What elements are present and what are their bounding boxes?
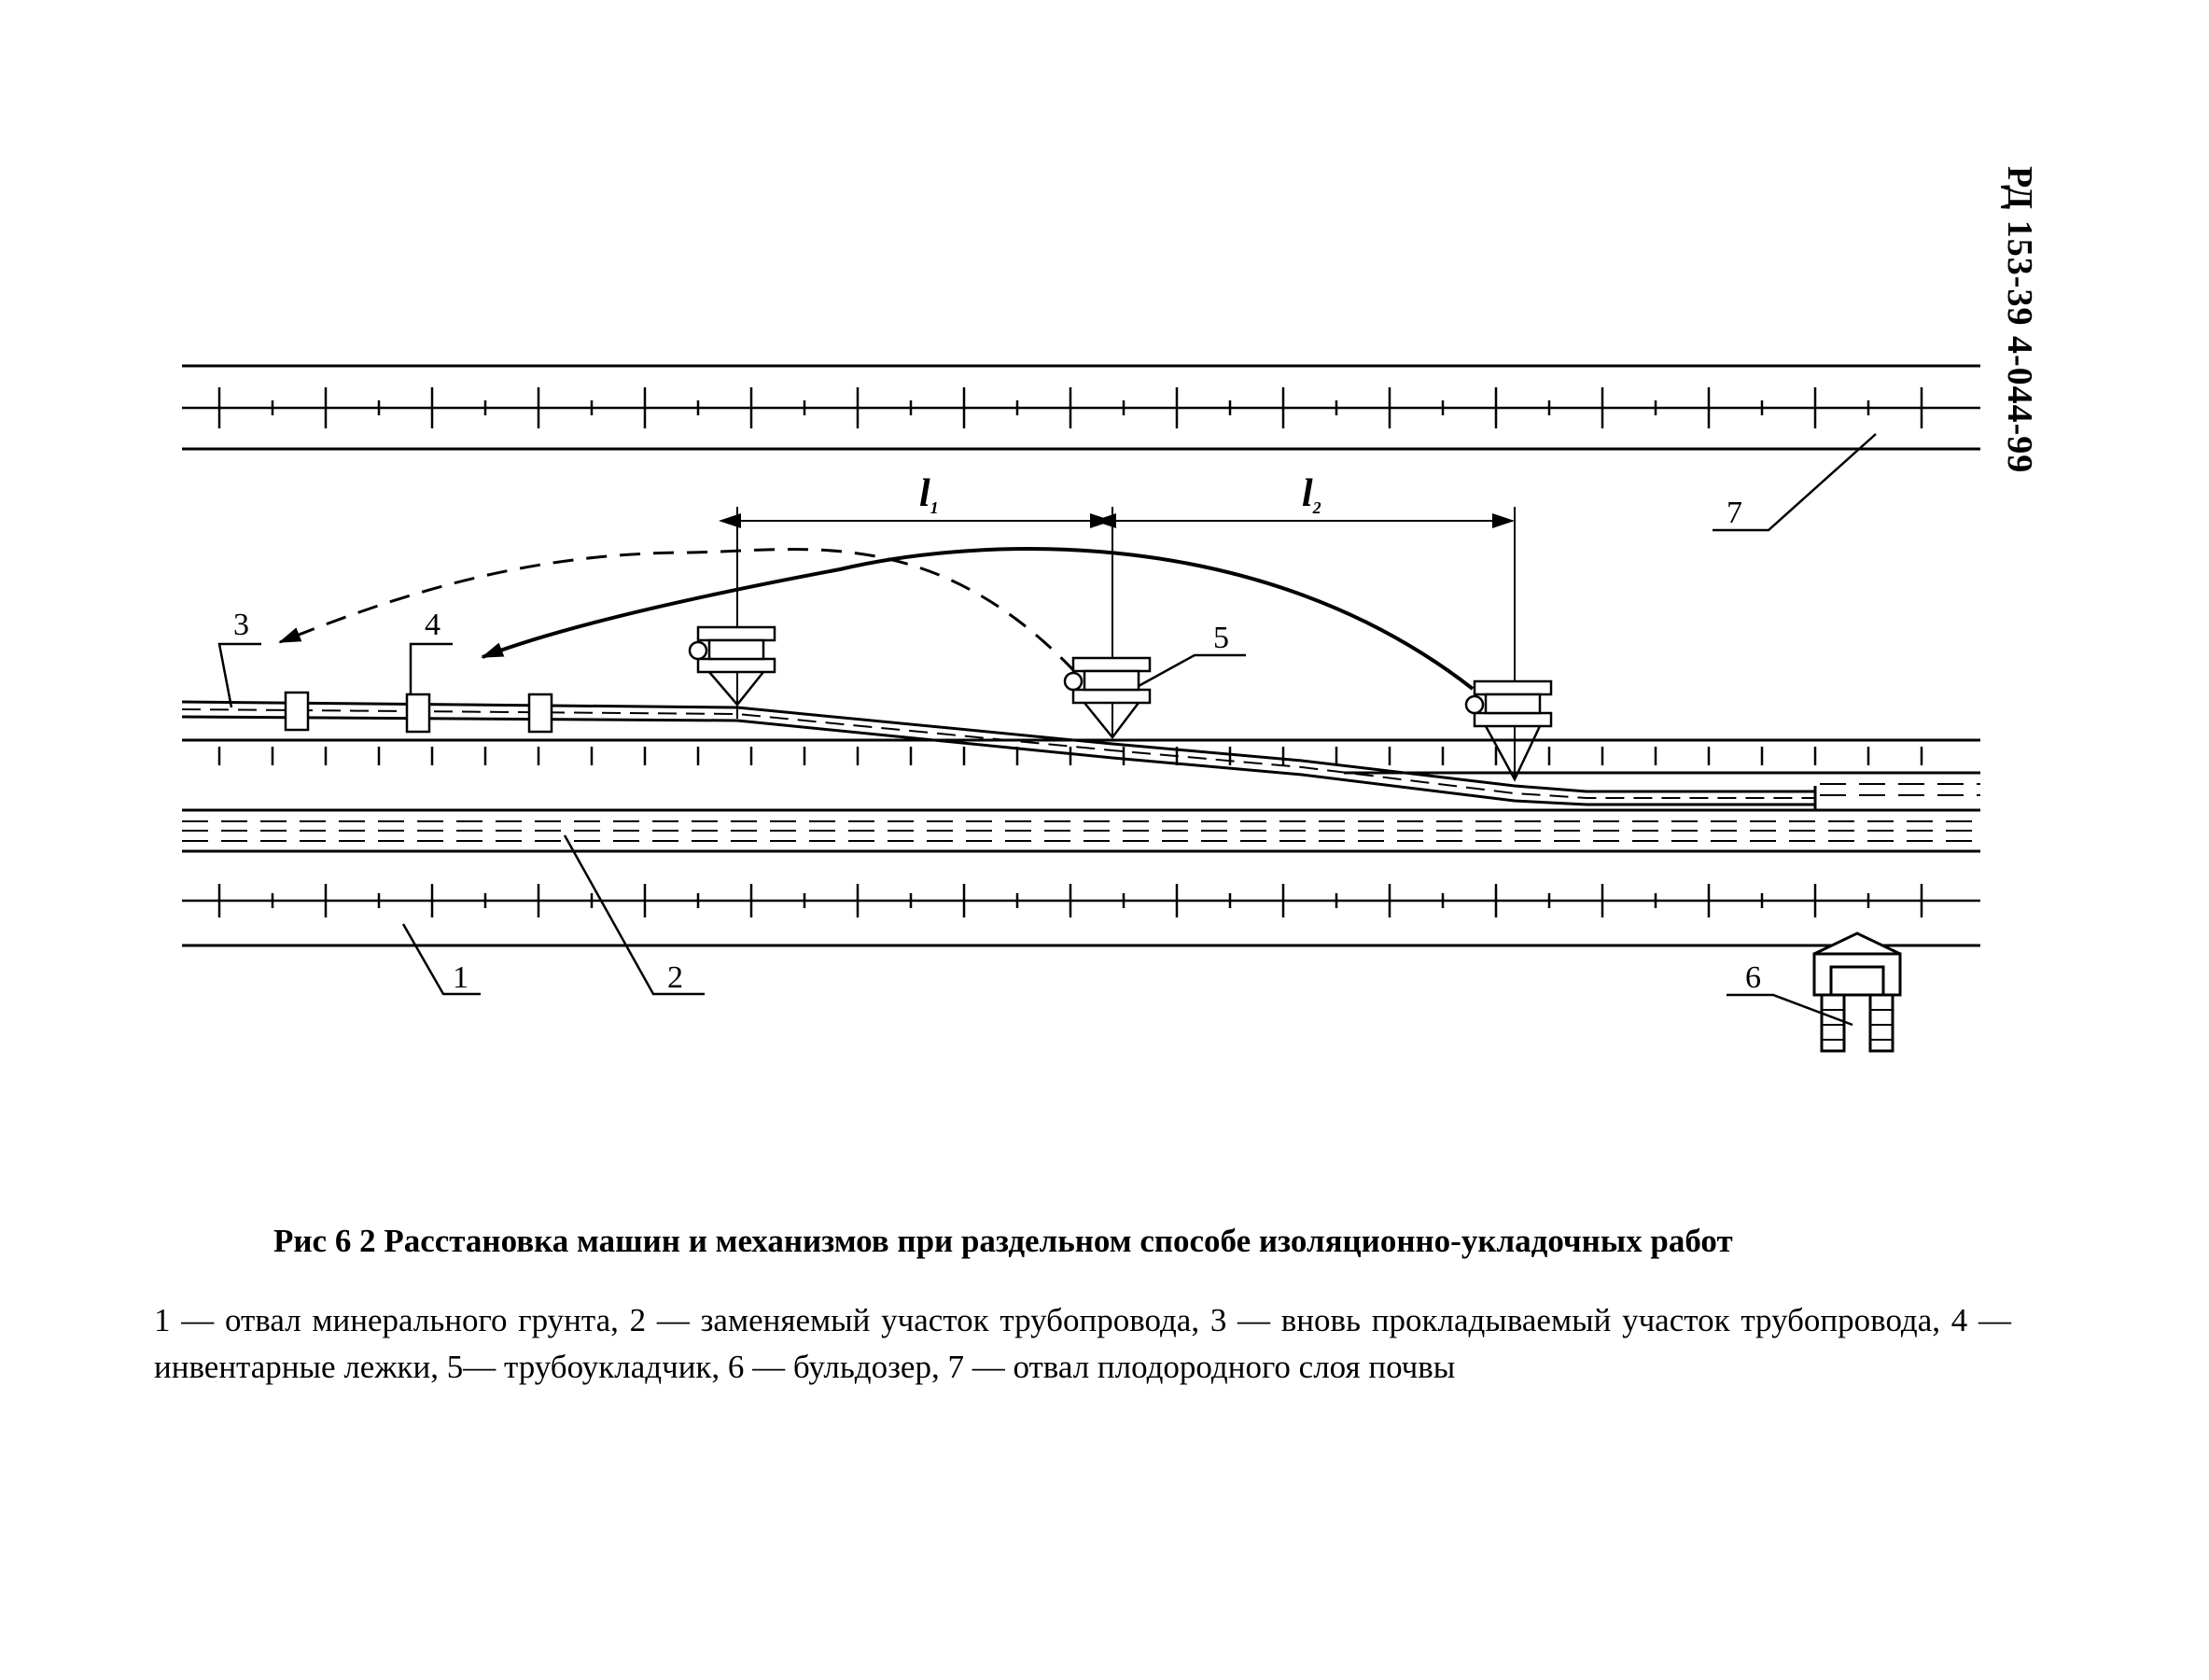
- callout-4: 4: [425, 608, 440, 642]
- inventory-skids: [284, 691, 553, 734]
- replaced-pipeline-band: [182, 783, 1980, 853]
- callout-3: 3: [233, 608, 249, 642]
- callout-leaders: [217, 433, 1877, 1027]
- bulldozer: [1812, 931, 1902, 1053]
- fertile-soil-spoil-band: [182, 364, 1980, 451]
- callout-6: 6: [1745, 960, 1761, 995]
- callout-1: 1: [453, 960, 468, 995]
- callout-5: 5: [1213, 621, 1229, 655]
- callout-labels: 7 3 4 5 1 2 6 l1 l2: [233, 472, 1761, 995]
- pipelayer-3: [1464, 679, 1553, 782]
- figure-caption: Рис 6 2 Расстановка машин и механизмов п…: [273, 1223, 1733, 1259]
- dimension-l2: l2: [1302, 472, 1321, 517]
- dimension-lines: [719, 507, 1516, 779]
- new-pipeline: [181, 700, 1817, 810]
- trench: [182, 738, 1980, 775]
- move-arcs: [278, 547, 1475, 691]
- pipelayer-1: [688, 625, 776, 707]
- figure-legend: 1 — отвал минерального грунта, 2 — замен…: [154, 1302, 2011, 1385]
- document-code: РД 153-39 4-044-99: [2000, 166, 2039, 474]
- dimension-l1: l1: [919, 472, 939, 517]
- callout-2: 2: [667, 960, 683, 995]
- mineral-soil-spoil-band: [182, 884, 1980, 947]
- callout-7: 7: [1727, 496, 1742, 530]
- pipelayer-2: [1063, 656, 1152, 740]
